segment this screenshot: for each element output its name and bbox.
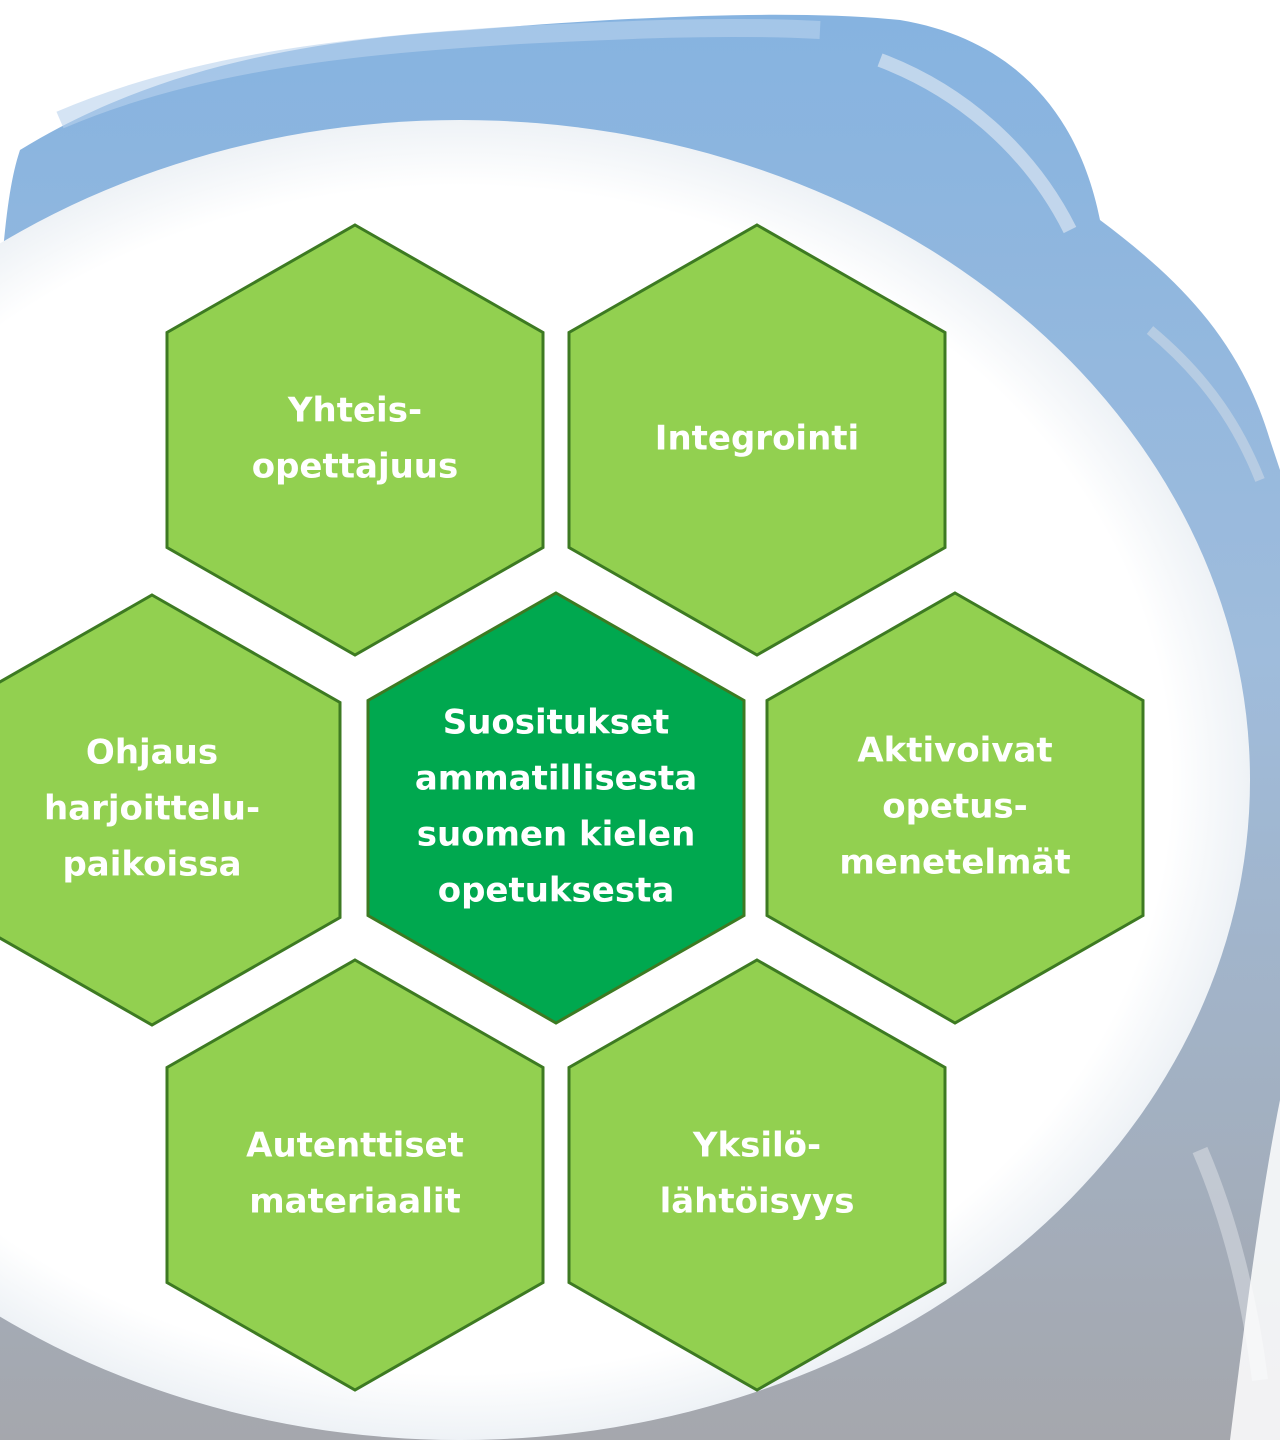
hexagon-label-line: Aktivoivat [857, 731, 1052, 771]
hexagon-shape [567, 958, 947, 1392]
hexagon-label-line: paikoissa [62, 845, 241, 885]
hexagon-label-line: opettajuus [252, 447, 459, 487]
center-hexagon-shape [366, 591, 746, 1025]
center-hexagon: Suositukset ammatillisesta suomen kielen op… [366, 591, 746, 1025]
center-label-line: Suositukset [443, 703, 670, 743]
hexagon-label-line: Ohjaus [86, 733, 218, 773]
hexagon-bottom-right: Yksilö-lähtöisyys [567, 958, 947, 1392]
hexagon-mid-left: Ohjaus harjoittelu-paikoissa [0, 593, 342, 1027]
hexagon-label-line: Autenttiset [246, 1126, 464, 1166]
center-label-line: opetuksesta [438, 871, 675, 911]
hexagon-bottom-left: Autenttiset materiaalit [165, 958, 545, 1392]
hexagon-shape [0, 593, 342, 1027]
center-label-line: suomen kielen [417, 815, 696, 855]
center-label-line: ammatillisesta [415, 759, 697, 799]
hexagon-top-right: Integrointi [567, 223, 947, 657]
hexagon-top-left: Yhteis-opettajuus [165, 223, 545, 657]
hexagon-shape [765, 591, 1145, 1025]
hexagon-shape [165, 223, 545, 657]
hexagon-label-line: Yksilö- [692, 1126, 821, 1166]
hexagon-label-line: opetus- [882, 787, 1028, 827]
hexagon-label-line: harjoittelu- [44, 789, 260, 829]
hexagon-label-line: lähtöisyys [660, 1182, 855, 1222]
hexagon-shape [567, 223, 947, 657]
hexagon-label-line: Integrointi [655, 419, 859, 459]
hexagon-label-line: materiaalit [249, 1182, 461, 1222]
hexagon-mid-right: Aktivoivat opetus-menetelmät [765, 591, 1145, 1025]
hexagon-label-line: menetelmät [839, 843, 1070, 883]
hexagon-shape [165, 958, 545, 1392]
hexagon-label-line: Yhteis- [287, 391, 422, 431]
